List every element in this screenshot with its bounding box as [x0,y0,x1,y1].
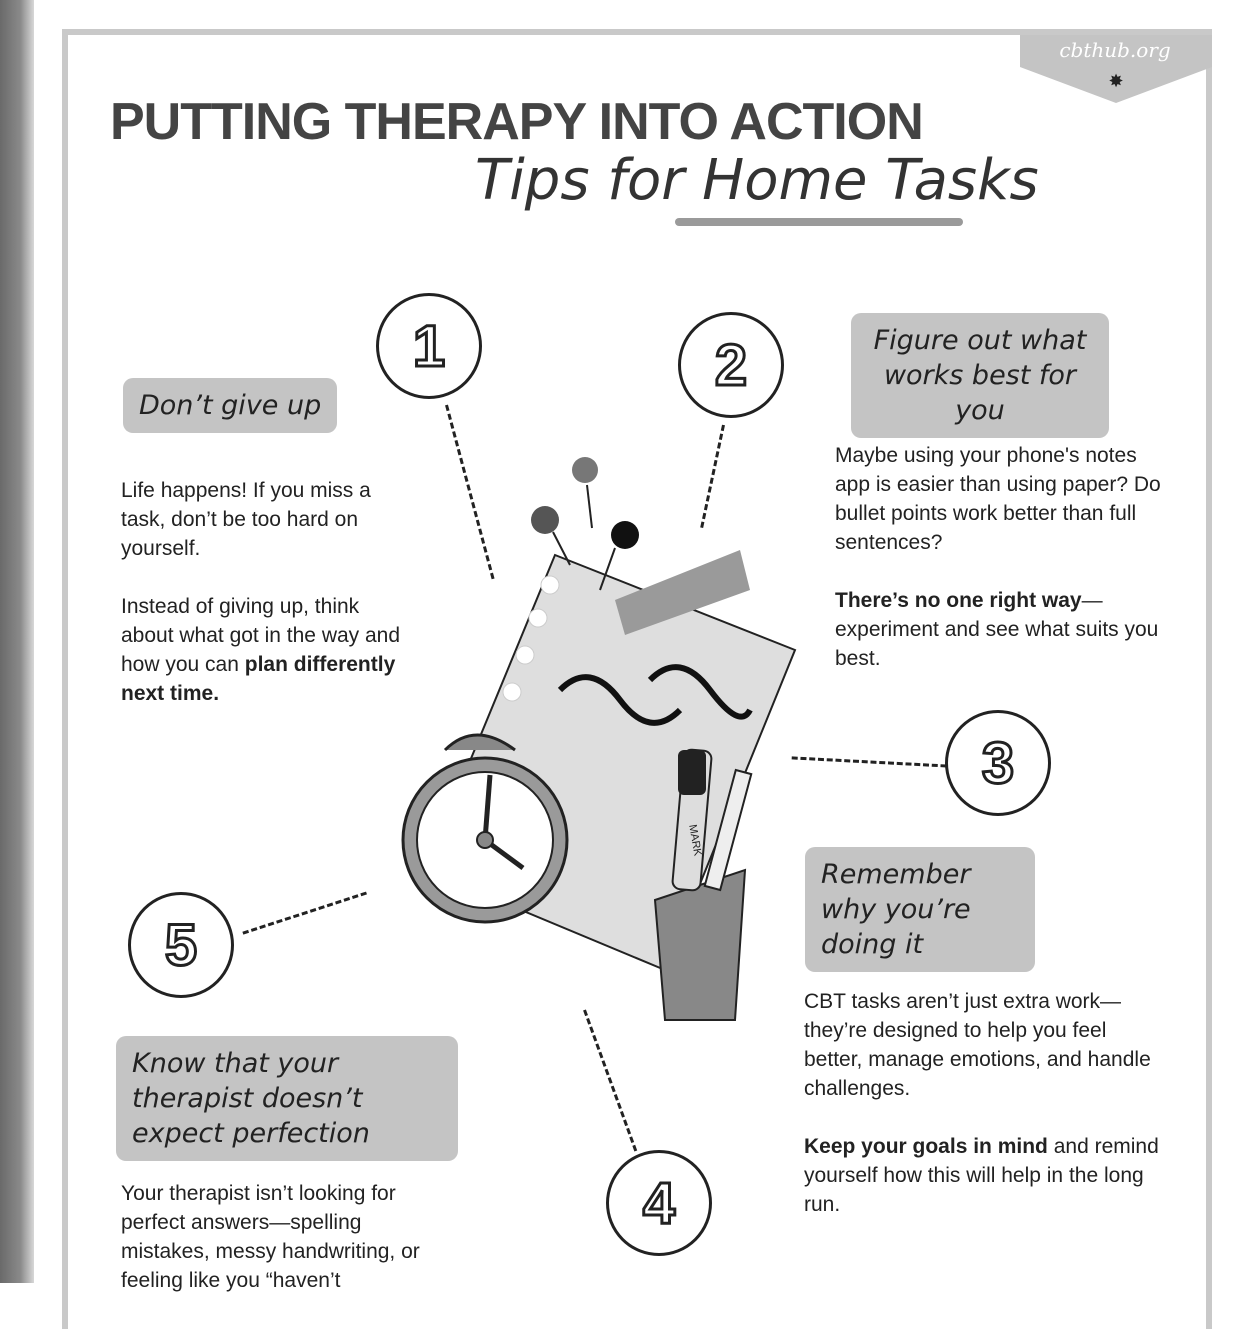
tip-3-label: Remember why you’re doing it [805,847,1035,973]
site-tag-banner: ✸ [1020,35,1212,103]
tip-2-text: Maybe using your phone's notes app is ea… [835,444,1161,554]
tip-2-text-2: —experiment and see what suits you best. [835,589,1159,670]
illustration-clock-notes: MARK [401,457,797,1021]
page-frame [62,29,1212,1329]
page-title: PUTTING THERAPY INTO ACTION [110,93,924,151]
tip-number-3: 3 [945,710,1051,816]
tip-3-text: CBT tasks aren’t just extra work—they’re… [804,990,1151,1100]
tip-number-2: 2 [678,312,784,418]
tip-3-emphasis: Keep your goals in mind [804,1135,1048,1158]
page-shadow [0,0,34,1283]
tip-2-emphasis: There’s no one right way [835,589,1082,612]
tip-1-text-2: Instead of giving up, think about what g… [121,595,401,676]
tip-1-label: Don’t give up [123,378,338,434]
tip-2-label: Figure out what works best for you [851,313,1109,439]
tip-2-body: Maybe using your phone's notes app is ea… [835,441,1165,702]
pushpin-icon [531,457,639,591]
svg-text:✸: ✸ [1108,71,1123,91]
page-subtitle: Tips for Home Tasks [475,148,1039,213]
tip-5-body: Your therapist isn’t looking for perfect… [121,1179,451,1324]
tip-1-text: Life happens! If you miss a task, don’t … [121,479,371,560]
tip-5-label: Know that your therapist doesn’t expect … [116,1036,458,1162]
tip-number-1: 1 [376,293,482,399]
tip-5-text: Your therapist isn’t looking for perfect… [121,1182,420,1292]
tip-number-4: 4 [606,1150,712,1256]
marker-label: MARK [686,824,703,858]
subtitle-underline [675,218,963,226]
tip-number-5: 5 [128,892,234,998]
site-tag[interactable]: cbthub.org [1059,38,1171,62]
tip-1-emphasis: plan differently next time. [121,653,396,705]
tip-1-body: Life happens! If you miss a task, don’t … [121,476,416,737]
tip-3-text-2: and remind yourself how this will help i… [804,1135,1159,1216]
tip-3-body: CBT tasks aren’t just extra work—they’re… [804,987,1166,1248]
